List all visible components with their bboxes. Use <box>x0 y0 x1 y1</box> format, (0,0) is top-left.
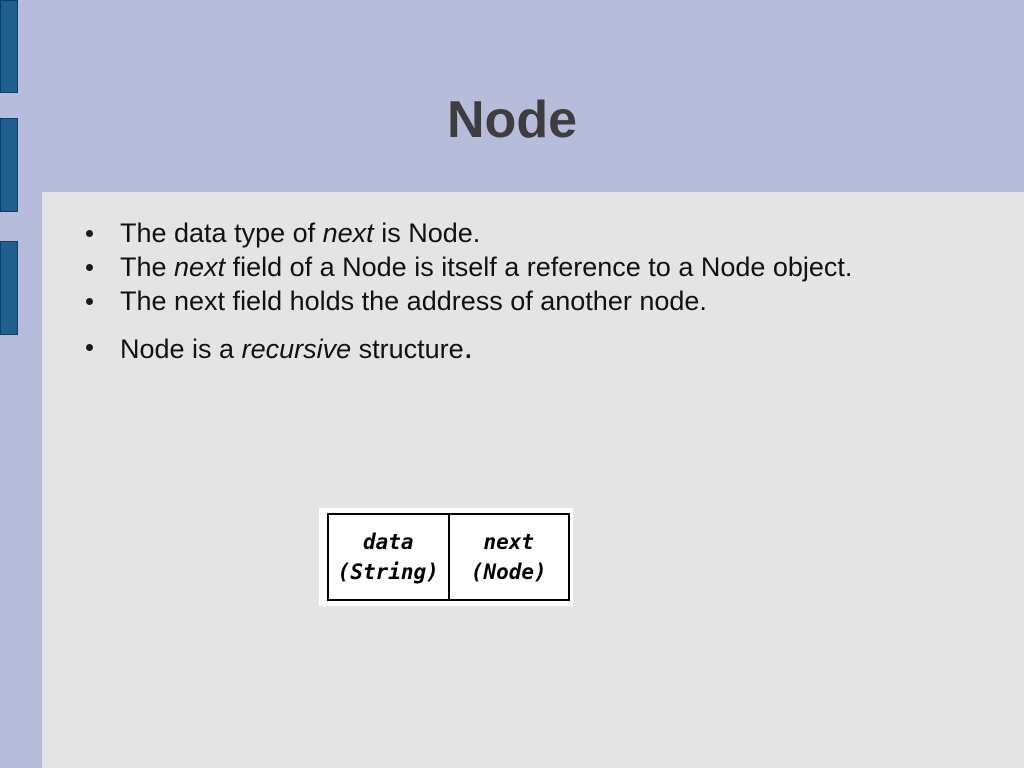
field-type: (Node) <box>470 560 547 584</box>
bullet-item: The next field holds the address of anot… <box>86 284 886 318</box>
accent-bar-1 <box>0 0 18 93</box>
node-diagram: data (String) next (Node) <box>319 508 573 606</box>
bullet-list: The data type of next is Node. The next … <box>86 216 886 366</box>
field-type: (String) <box>337 560 439 584</box>
node-box: data (String) next (Node) <box>327 513 570 601</box>
bullet-item: Node is a recursive structure. <box>86 330 886 366</box>
bullet-dot-icon <box>86 298 93 305</box>
field-name: data <box>362 530 414 554</box>
accent-bar-2 <box>0 118 18 212</box>
field-name: next <box>483 530 535 554</box>
node-cell-data: data (String) <box>329 515 450 599</box>
accent-bar-3 <box>0 241 18 335</box>
node-cell-next: next (Node) <box>450 515 569 599</box>
bullet-dot-icon <box>86 264 93 271</box>
bullet-item: The data type of next is Node. <box>86 216 886 250</box>
bullet-dot-icon <box>86 344 93 351</box>
bullet-dot-icon <box>86 230 93 237</box>
content-panel: The data type of next is Node. The next … <box>42 192 1024 768</box>
slide-title: Node <box>447 91 577 149</box>
bullet-item: The next field of a Node is itself a ref… <box>86 250 886 284</box>
